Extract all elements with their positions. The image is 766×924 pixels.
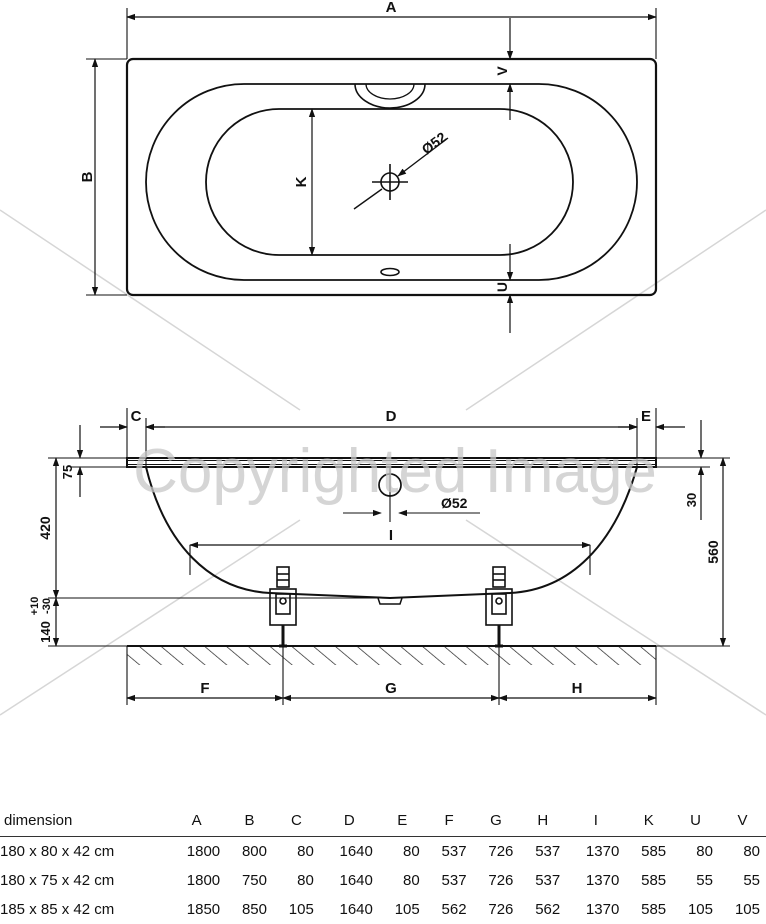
table-header-row: dimension A B C D E F G H I K U V: [0, 804, 766, 837]
tub-outer-rim: [125, 57, 658, 297]
side-view: [48, 408, 730, 705]
table-cell: 55: [696, 872, 713, 889]
table-cell: 105: [734, 901, 760, 918]
tub-basin: [205, 108, 574, 256]
col-A: A: [167, 804, 227, 837]
table-cell: 80: [297, 872, 314, 889]
table-cell: 80: [297, 843, 314, 860]
table-cell: 1370: [585, 843, 620, 860]
table-cell: 1800: [186, 872, 221, 889]
table-cell: 800: [241, 843, 267, 860]
label-K: K: [293, 176, 310, 187]
bathtub-technical-drawing: A B K V U Ø52: [0, 0, 766, 716]
col-C: C: [272, 804, 320, 837]
col-K: K: [625, 804, 673, 837]
table-cell: 80: [403, 872, 420, 889]
table-cell: 80: [696, 843, 713, 860]
tub-inner-rim: [145, 83, 638, 281]
table-cell: 585: [641, 872, 667, 889]
col-H: H: [519, 804, 567, 837]
table-cell: 585: [641, 901, 667, 918]
label-tol-plus: +10: [29, 597, 41, 616]
table-row: 180 x 75 x 42 cm 1800 750 80 1640 80 537…: [0, 866, 766, 895]
top-view: [86, 8, 658, 333]
table-row: 185 x 85 x 42 cm 1850 850 105 1640 105 5…: [0, 895, 766, 924]
table-cell: 1370: [585, 872, 620, 889]
overflow-slot: [380, 267, 400, 277]
top-view-labels: A B K V U Ø52: [79, 0, 510, 292]
side-view-labels: C D E I F G H Ø52 75 420 140 +10 -30 30 …: [29, 408, 721, 697]
watermark-text: Copyrighted Image: [133, 437, 657, 506]
table-cell: 726: [488, 901, 514, 918]
tub-body: [145, 466, 638, 600]
label-420: 420: [37, 516, 53, 540]
label-A: A: [386, 0, 397, 16]
label-F: F: [200, 680, 209, 697]
overflow-arc: [354, 83, 426, 109]
table-cell: 537: [441, 843, 467, 860]
table-cell: 180 x 75 x 42 cm: [0, 872, 115, 889]
table-cell: 55: [743, 872, 760, 889]
table-cell: 1850: [186, 901, 221, 918]
drain-symbol: [372, 164, 408, 200]
table-cell: 80: [403, 843, 420, 860]
label-D: D: [386, 408, 397, 425]
label-140: 140: [38, 621, 53, 643]
col-dimension: dimension: [0, 804, 168, 837]
col-F: F: [425, 804, 473, 837]
right-foot: [485, 566, 513, 648]
table-cell: 105: [394, 901, 420, 918]
table-cell: 537: [535, 843, 561, 860]
left-foot: [269, 566, 297, 648]
label-side-diameter: Ø52: [441, 495, 468, 511]
label-E: E: [641, 408, 651, 425]
drain-outlet: [377, 597, 403, 605]
table-cell: 726: [488, 872, 514, 889]
watermark-lines: [0, 209, 766, 716]
table-cell: 180 x 80 x 42 cm: [0, 843, 115, 860]
col-U: U: [672, 804, 719, 837]
table-cell: 105: [288, 901, 314, 918]
table-cell: 562: [535, 901, 561, 918]
col-D: D: [319, 804, 379, 837]
dimensions-table: dimension A B C D E F G H I K U V 180 x …: [0, 804, 766, 924]
col-I: I: [566, 804, 626, 837]
table-cell: 1640: [339, 843, 373, 860]
table-cell: 1640: [339, 901, 373, 918]
table-cell: 585: [641, 843, 667, 860]
table-cell: 537: [441, 872, 467, 889]
label-tol-minus: -30: [41, 598, 53, 614]
table-cell: 850: [241, 901, 267, 918]
table-cell: 105: [687, 901, 713, 918]
label-I: I: [389, 527, 393, 544]
label-V: V: [494, 66, 510, 76]
table-row: 180 x 80 x 42 cm 1800 800 80 1640 80 537…: [0, 837, 766, 867]
label-75: 75: [60, 465, 75, 479]
label-B: B: [79, 171, 96, 182]
col-V: V: [718, 804, 766, 837]
label-H: H: [572, 680, 583, 697]
table-cell: 1370: [585, 901, 620, 918]
label-C: C: [131, 408, 142, 425]
table-cell: 1640: [339, 872, 373, 889]
label-G: G: [385, 680, 397, 697]
table-cell: 185 x 85 x 42 cm: [0, 901, 115, 918]
table-cell: 726: [488, 843, 514, 860]
col-G: G: [472, 804, 520, 837]
col-E: E: [378, 804, 426, 837]
floor-hatching: [127, 646, 656, 665]
table-cell: 750: [241, 872, 267, 889]
table-cell: 1800: [186, 843, 221, 860]
table-cell: 537: [535, 872, 561, 889]
label-560: 560: [705, 540, 721, 564]
col-B: B: [226, 804, 273, 837]
label-U: U: [494, 282, 510, 292]
table-cell: 80: [743, 843, 760, 860]
tub-rim: [126, 457, 657, 468]
label-30: 30: [684, 493, 699, 507]
table-cell: 562: [441, 901, 467, 918]
label-diameter: Ø52: [419, 129, 450, 158]
